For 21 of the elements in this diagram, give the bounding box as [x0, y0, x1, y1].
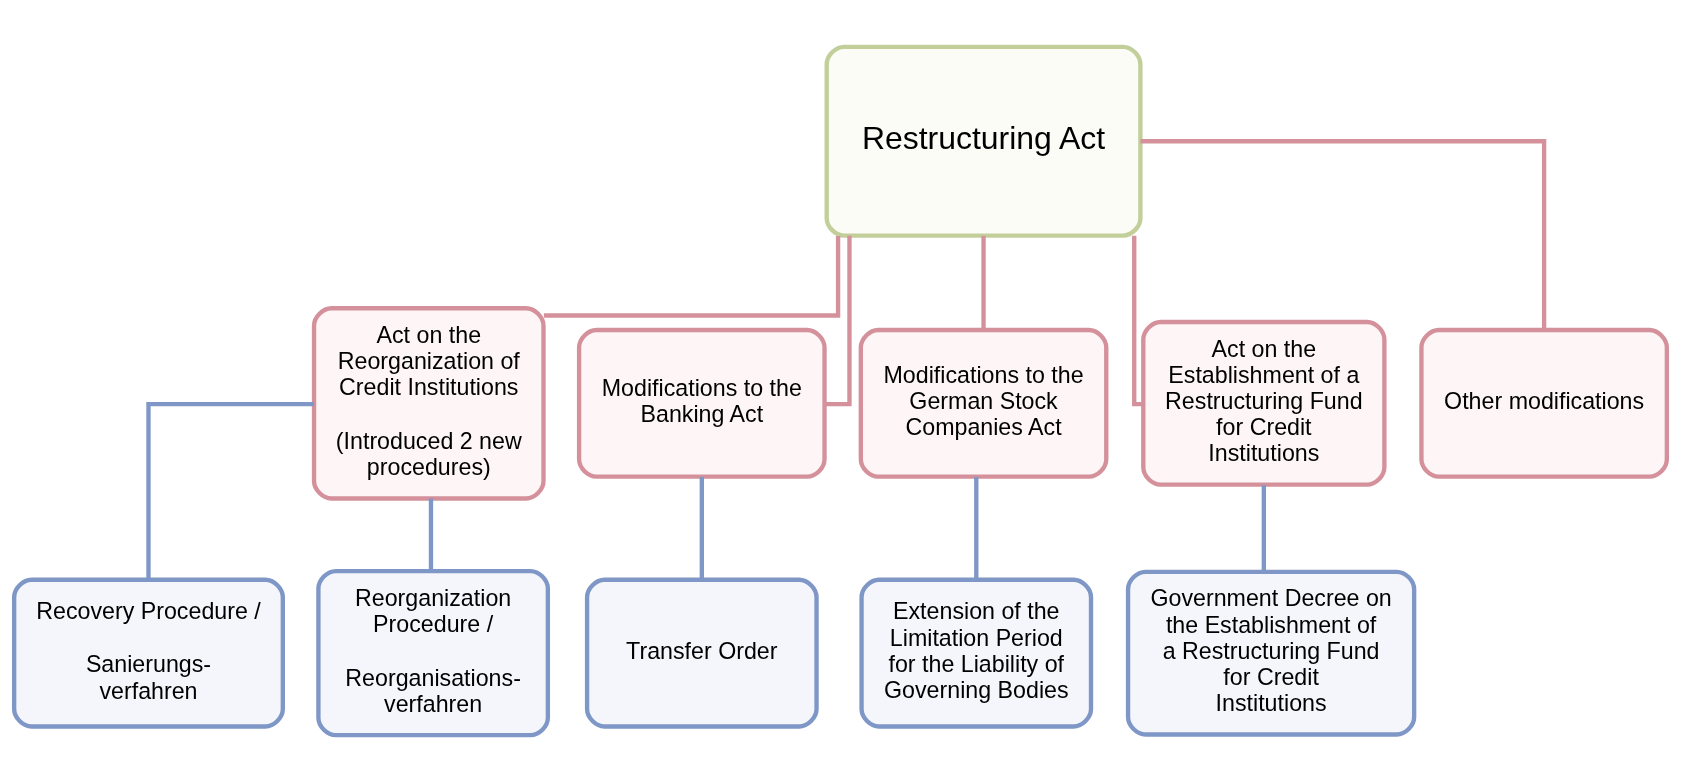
connector — [699, 476, 704, 580]
node-box: Modifications to the Banking Act — [576, 327, 827, 479]
node-box: Modifications to the German Stock Companies Act — [858, 327, 1109, 479]
node-box: Extension of the Limitation Period for the Liability of Governing Bodies — [859, 577, 1094, 729]
connector — [146, 401, 314, 580]
connector — [1140, 138, 1547, 330]
node-box: Act on the Establishment of a Restructuring Fund for Credit Institutions — [1141, 319, 1387, 487]
connector — [981, 235, 986, 330]
node-box: Government Decree on the Establishment of a Restructuring Fund for Credit Institutions — [1125, 569, 1417, 737]
node-box: Transfer Order — [584, 577, 819, 729]
connector — [825, 235, 852, 406]
node-box: Reorganization Procedure / Reorganisations- verfahren — [316, 568, 551, 737]
node-box: Act on the Reorganization of Credit Institutions (Introduced 2 new procedures) — [311, 305, 546, 501]
connector — [1132, 235, 1144, 406]
node-box: Other modifications — [1419, 327, 1670, 479]
node-box: Recovery Procedure / Sanierungs- verfahren — [11, 577, 285, 729]
connector — [428, 498, 434, 571]
node-box: Restructuring Act — [824, 44, 1143, 238]
connector — [1261, 484, 1266, 572]
connector — [974, 476, 979, 580]
connector — [543, 235, 841, 318]
